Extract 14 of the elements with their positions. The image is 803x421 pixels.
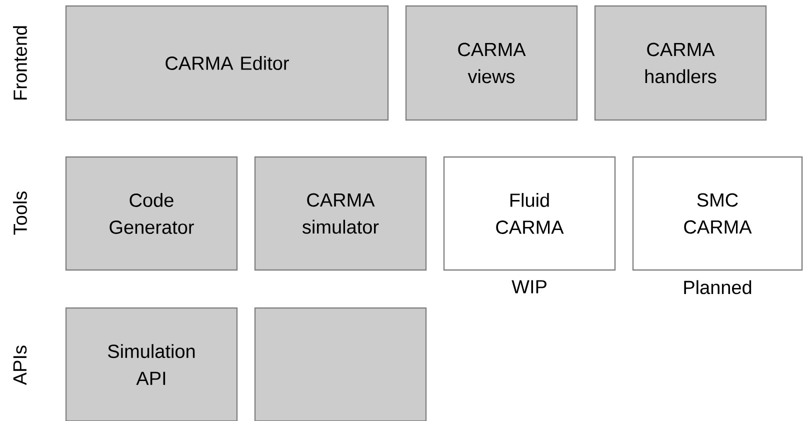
empty-box: [254, 307, 427, 421]
row-label: APIs: [13, 346, 27, 386]
process-box: Fluid CARMA: [443, 156, 616, 271]
process-box: Code Generator: [65, 156, 238, 271]
row-label: Tools: [13, 192, 27, 235]
status-label: Planned: [684, 280, 752, 294]
process-box: CARMA handlers: [594, 5, 767, 121]
row-label: Frontend: [13, 26, 27, 100]
process-box: CARMA simulator: [254, 156, 427, 271]
process-box: CARMA Editor: [65, 5, 389, 121]
process-box: Simulation API: [65, 307, 238, 421]
process-box: SMC CARMA: [632, 156, 803, 271]
status-label: WIP: [512, 280, 546, 294]
process-box: CARMA views: [405, 5, 578, 121]
